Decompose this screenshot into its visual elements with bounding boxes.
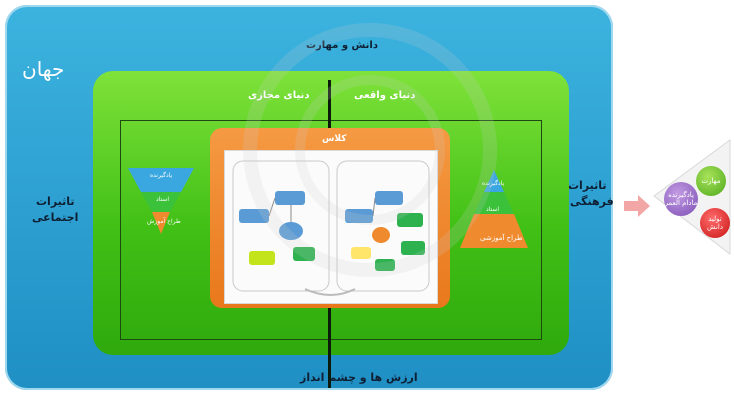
left-funnel-shape	[128, 168, 194, 234]
class-content-panel	[224, 150, 438, 304]
bubble-knowledge-label: تولید دانش	[707, 215, 723, 231]
bubble-knowledge: تولید دانش	[700, 208, 730, 238]
class-title: کلاس	[322, 134, 347, 144]
bottom-label: ارزش ها و چشم انداز	[300, 371, 418, 384]
bubble-skill-label: مهارت	[701, 177, 721, 185]
right-label-line2: فرهنگی	[570, 195, 614, 208]
right-pyramid-bottom-label: طراح آموزشی	[480, 234, 523, 242]
right-pyramid	[456, 170, 532, 250]
watermark-emblem	[180, 0, 560, 300]
virtual-world-label: دنیای مجازی	[248, 90, 310, 101]
right-pyramid-shape	[460, 170, 528, 248]
left-funnel-middle-label: استاد	[156, 196, 170, 203]
left-label-line1: تاثیرات	[36, 195, 75, 208]
bubble-skill: مهارت	[696, 166, 726, 196]
bubble-lifelong-learner-label: یادگیرنده مادام العمر	[664, 191, 698, 207]
left-funnel	[126, 168, 196, 238]
side-graphic: مهارت تولید دانش یادگیرنده مادام العمر	[650, 138, 732, 256]
world-label: جهان	[22, 57, 65, 81]
arrow-icon	[624, 195, 650, 221]
right-pyramid-middle-label: استاد	[486, 206, 500, 213]
top-label: دانش و مهارت	[306, 40, 378, 51]
left-funnel-top-label: یادگیرنده	[150, 172, 173, 179]
real-world-label: دنیای واقعی	[354, 90, 416, 101]
inner-frame	[120, 120, 542, 340]
right-pyramid-top-label: یادگیرنده	[482, 180, 505, 187]
right-label-line1: تاثیرات	[568, 179, 607, 192]
bubble-lifelong-learner: یادگیرنده مادام العمر	[664, 182, 698, 216]
left-funnel-bottom-label: طراح آموزش	[147, 218, 181, 225]
left-label-line2: اجتماعی	[32, 211, 79, 224]
class-content-diagram	[232, 160, 430, 296]
